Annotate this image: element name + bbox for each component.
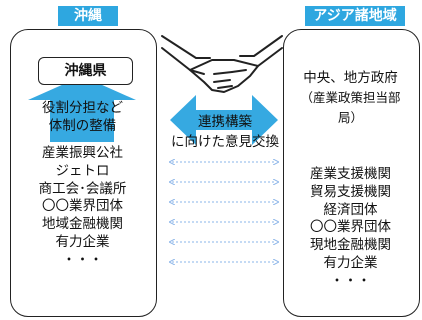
- left-item: 有力企業: [55, 233, 110, 250]
- center-label: 連携構築 に向けた意見交換: [160, 112, 290, 152]
- left-panel-title: 沖縄: [58, 6, 118, 26]
- left-arrow-text: 役割分担など 体制の整備: [10, 99, 155, 135]
- right-government-label: 中央、地方政府 （産業政策担当部 局）: [283, 68, 418, 128]
- right-item: 有力企業: [323, 254, 378, 271]
- right-item: 産業支援機関: [310, 166, 391, 182]
- right-organization-list: 産業支援機関 貿易支援機関 経済団体 〇〇業界団体 現地金融機関 有力企業 ・・…: [283, 166, 418, 291]
- handshake-icon: [161, 35, 283, 93]
- left-item: ジェトロ: [55, 162, 110, 179]
- left-item: 地域金融機関: [42, 216, 123, 233]
- right-panel: [283, 29, 420, 317]
- right-item: ・・・: [330, 272, 371, 289]
- okinawa-prefecture-box: 沖縄県: [38, 57, 133, 85]
- right-item: 現地金融機関: [310, 237, 391, 254]
- left-item: 商工会･会議所: [38, 180, 127, 197]
- arrow-text-line-2: 体制の整備: [48, 118, 117, 134]
- center-label-line-1: 連携構築: [198, 114, 252, 130]
- right-item: 経済団体: [323, 201, 378, 218]
- upward-arrow-icon: [28, 76, 136, 142]
- arrow-text-line-1: 役割分担など: [42, 100, 123, 116]
- right-header-line: 中央、地方政府: [303, 70, 398, 86]
- center-label-line-2: に向けた意見交換: [171, 134, 279, 150]
- double-arrow-icon: [170, 95, 278, 145]
- right-panel-title: アジア諸地域: [305, 6, 405, 26]
- left-organization-list: 産業振興公社 ジェトロ 商工会･会議所 〇〇業界団体 地域金融機関 有力企業 ・…: [10, 145, 155, 270]
- right-header-line: （産業政策担当部: [300, 90, 401, 105]
- left-item: 産業振興公社: [42, 145, 123, 161]
- right-item: 貿易支援機関: [310, 183, 391, 200]
- dashed-arrows: [172, 162, 276, 262]
- left-item: 〇〇業界団体: [42, 198, 123, 215]
- right-header-line: 局）: [337, 110, 363, 125]
- left-item: ・・・: [62, 251, 103, 268]
- right-item: 〇〇業界団体: [310, 219, 391, 236]
